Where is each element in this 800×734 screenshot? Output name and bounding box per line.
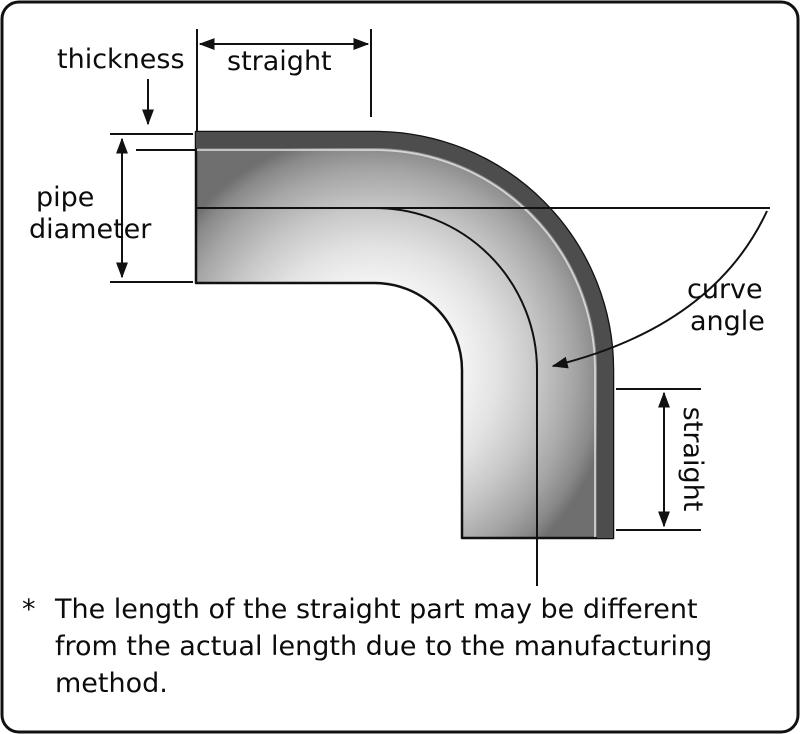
- thickness-dimension: [136, 79, 197, 151]
- footnote: * The length of the straight part may be…: [22, 591, 712, 702]
- curve-angle-arc: [551, 210, 768, 369]
- straight-right-dimension: [616, 388, 701, 531]
- footnote-line-3: method.: [55, 668, 168, 699]
- footnote-line-2: from the actual length due to the manufa…: [55, 631, 713, 662]
- pipe-centerline: [374, 207, 538, 586]
- pipe-diameter-label-line1: pipe: [36, 182, 94, 213]
- footnote-text: The length of the straight part may be d…: [55, 591, 712, 702]
- straight-top-dimension: [196, 29, 372, 131]
- pipe-diameter-dimension: [110, 133, 193, 283]
- straight-top-label: straight: [227, 46, 332, 77]
- pipe-diameter-label-line2: diameter: [29, 214, 152, 245]
- curve-angle-label-line2: angle: [690, 306, 765, 337]
- pipe-wall-highlight: [196, 149, 596, 537]
- footnote-marker: *: [22, 594, 36, 625]
- thickness-label: thickness: [57, 44, 185, 75]
- footnote-line-1: The length of the straight part may be d…: [55, 594, 698, 625]
- straight-right-label: straight: [677, 407, 708, 512]
- curve-angle-label-line1: curve: [687, 274, 763, 305]
